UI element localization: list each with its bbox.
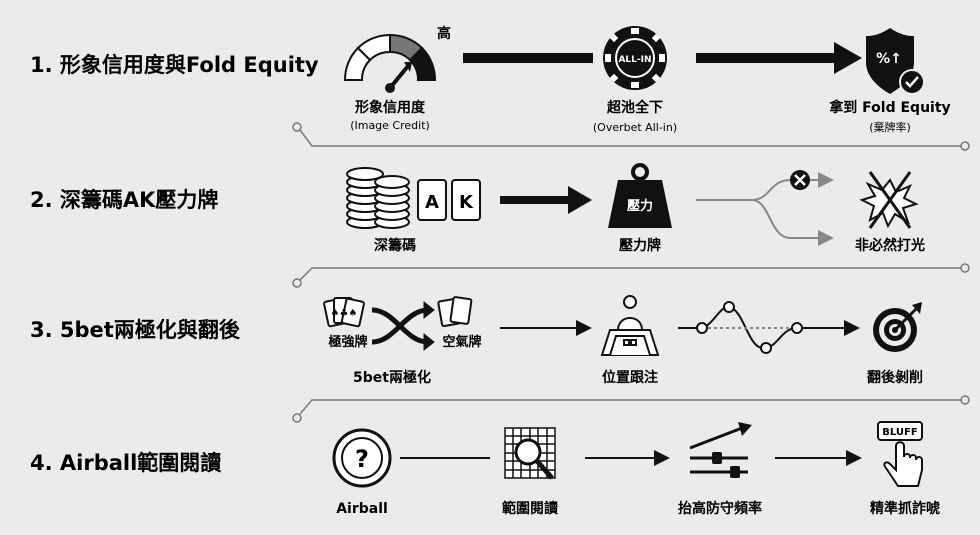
separator-3 xyxy=(292,395,970,423)
strong-hands-label: 極強牌 xyxy=(327,334,367,350)
row-3-title: 3. 5bet兩極化與翻後 xyxy=(30,318,241,342)
svg-text:♠♣♠: ♠♣♠ xyxy=(331,308,358,319)
card-ace: A xyxy=(425,192,439,213)
bluff-badge: BLUFF xyxy=(882,427,917,438)
playing-cards-icon: A K xyxy=(417,179,481,221)
chip-stack-icon xyxy=(346,167,410,229)
weight-text: 壓力 xyxy=(627,198,653,214)
step-label: 超池全下 xyxy=(606,99,663,116)
thick-connector xyxy=(500,196,570,204)
step-sublabel: (Image Credit) xyxy=(350,119,430,132)
step-label: 拿到 Fold Equity xyxy=(828,99,950,116)
sliders-icon xyxy=(689,422,752,478)
range-grid-magnifier-icon xyxy=(504,427,556,480)
strong-cards-icon: ♠♣♠ xyxy=(323,297,365,328)
step-sublabel: (棄牌率) xyxy=(869,120,911,134)
shield-icon: %↑ xyxy=(866,28,925,95)
step-label: 5bet兩極化 xyxy=(353,369,431,386)
gauge-icon xyxy=(343,33,437,93)
thick-connector xyxy=(696,53,836,63)
burst-icon xyxy=(859,171,919,229)
weight-icon: 壓力 xyxy=(608,163,672,228)
branch-connector xyxy=(696,172,834,246)
bluff-hand-icon: BLUFF xyxy=(877,421,923,487)
shield-text: %↑ xyxy=(876,51,902,67)
chip-text: ALL-IN xyxy=(618,55,651,65)
step-label: Airball xyxy=(336,501,388,517)
shuffle-icon xyxy=(371,300,435,352)
step-label: 非必然打光 xyxy=(855,237,925,254)
svg-text:?: ? xyxy=(355,445,369,473)
step-sublabel: (Overbet All-in) xyxy=(593,121,677,134)
player-at-table-icon xyxy=(600,295,660,356)
wave-path-icon xyxy=(678,301,860,354)
check-icon xyxy=(905,76,919,88)
x-circle-icon xyxy=(790,170,810,190)
arrow-head-icon xyxy=(834,42,862,74)
step-label: 抬高防守頻率 xyxy=(678,500,762,517)
air-cards-icon xyxy=(437,296,473,328)
step-label: 形象信用度 xyxy=(355,99,426,116)
step-label: 翻後剝削 xyxy=(867,369,923,386)
step-label: 深籌碼 xyxy=(374,237,416,254)
arrow-head-icon xyxy=(568,186,592,214)
step-label: 位置跟注 xyxy=(602,369,658,386)
row-4-title: 4. Airball範圍閱讀 xyxy=(30,451,221,475)
poker-chip-icon: ALL-IN xyxy=(603,26,667,90)
card-king: K xyxy=(459,192,474,213)
separator-2 xyxy=(292,263,970,288)
row-2-title: 2. 深籌碼AK壓力牌 xyxy=(30,188,218,212)
thick-connector xyxy=(463,53,593,63)
step-label: 壓力牌 xyxy=(619,237,661,254)
step-label: 精準抓詐唬 xyxy=(870,500,940,517)
step-label: 範圍閱讀 xyxy=(502,500,558,517)
row-1-title: 1. 形象信用度與Fold Equity xyxy=(30,53,319,77)
target-icon xyxy=(873,302,922,352)
air-hands-label: 空氣牌 xyxy=(442,334,481,350)
separator-1 xyxy=(292,122,970,151)
question-icon: ? xyxy=(332,428,392,488)
gauge-high-marker: 高 xyxy=(437,25,451,42)
